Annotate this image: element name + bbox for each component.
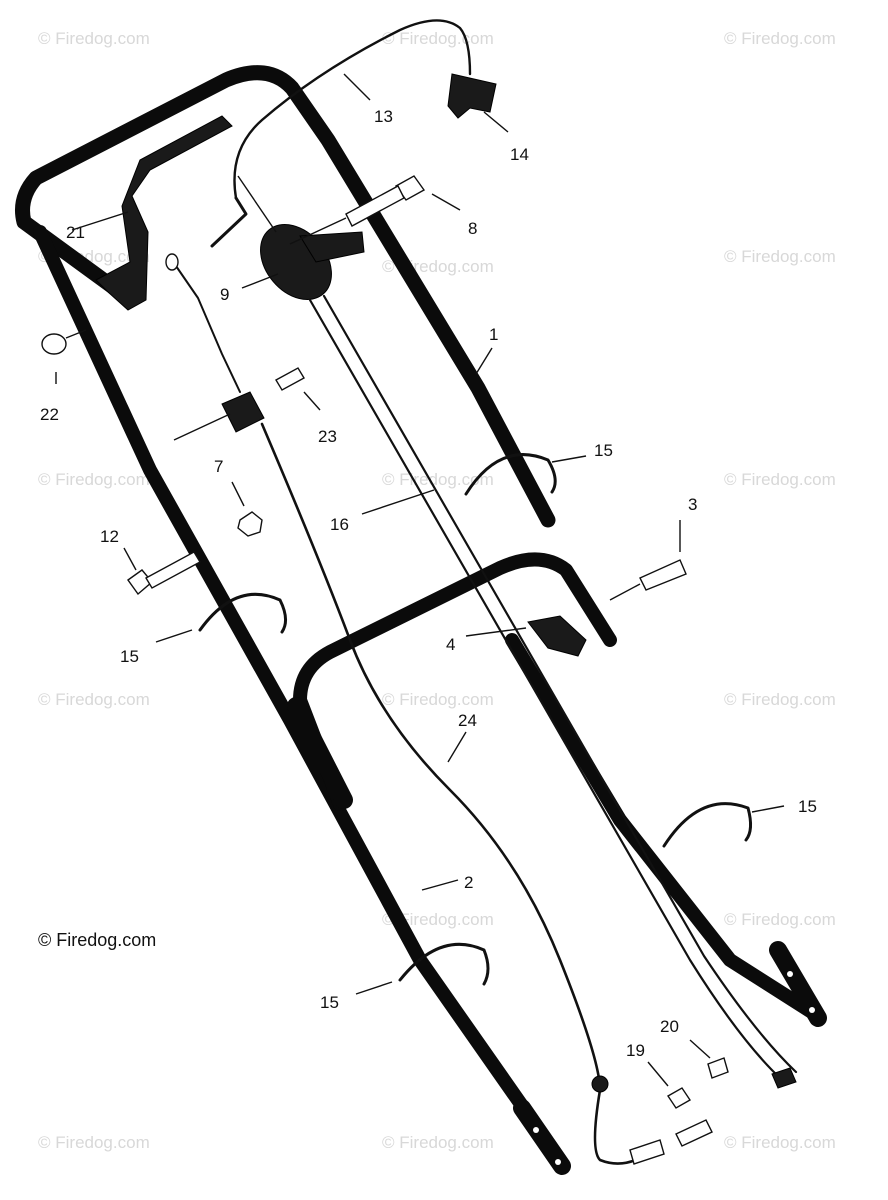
watermark: © Firedog.com	[38, 470, 150, 489]
cable-24	[260, 422, 642, 1165]
cable-ties	[198, 453, 753, 986]
label-2: 2	[464, 873, 473, 892]
watermark: © Firedog.com	[382, 1133, 494, 1152]
cable-13	[210, 19, 497, 248]
upper-handle	[15, 65, 556, 528]
label-20: 20	[660, 1017, 679, 1036]
watermark: © Firedog.com	[38, 690, 150, 709]
bolt-8	[289, 175, 426, 245]
watermarks: © Firedog.com © Firedog.com © Firedog.co…	[38, 29, 836, 1152]
label-15: 15	[120, 647, 139, 666]
label-13: 13	[374, 107, 393, 126]
label-22: 22	[40, 405, 59, 424]
cable-16	[308, 294, 798, 1080]
callout-labels: 1 2 3 4 7 8 9 12 13 14 15 15 15 15 16 19…	[40, 107, 817, 1060]
bolt-12	[127, 551, 201, 596]
label-8: 8	[468, 219, 477, 238]
label-3: 3	[688, 495, 697, 514]
nut-7	[237, 511, 263, 537]
label-24: 24	[458, 711, 477, 730]
watermark: © Firedog.com	[38, 1133, 150, 1152]
label-7: 7	[214, 457, 223, 476]
watermark: © Firedog.com	[724, 247, 836, 266]
watermark: © Firedog.com	[724, 1133, 836, 1152]
spring-rod	[165, 253, 305, 441]
label-12: 12	[100, 527, 119, 546]
label-4: 4	[446, 635, 455, 654]
control-bail	[95, 115, 233, 311]
throttle-control	[237, 175, 365, 301]
watermark: © Firedog.com	[724, 690, 836, 709]
label-1: 1	[489, 325, 498, 344]
watermark: © Firedog.com	[382, 690, 494, 709]
handle-ends	[287, 697, 827, 1175]
cross-bar	[293, 552, 617, 811]
label-14: 14	[510, 145, 529, 164]
leader-lines	[55, 73, 785, 1087]
knob-4	[527, 615, 587, 657]
nut-22	[41, 329, 87, 355]
watermark: © Firedog.com	[724, 470, 836, 489]
label-15: 15	[798, 797, 817, 816]
watermark: © Firedog.com	[724, 910, 836, 929]
label-15: 15	[594, 441, 613, 460]
watermark: © Firedog.com	[382, 910, 494, 929]
label-9: 9	[220, 285, 229, 304]
label-21: 21	[66, 223, 85, 242]
label-23: 23	[318, 427, 337, 446]
watermark: © Firedog.com	[38, 29, 150, 48]
label-15: 15	[320, 993, 339, 1012]
bottom-hardware	[591, 1057, 797, 1165]
label-19: 19	[626, 1041, 645, 1060]
lower-handle	[33, 225, 825, 1167]
bolt-3	[609, 559, 687, 601]
copyright-text: © Firedog.com	[38, 930, 156, 950]
label-16: 16	[330, 515, 349, 534]
watermark: © Firedog.com	[724, 29, 836, 48]
